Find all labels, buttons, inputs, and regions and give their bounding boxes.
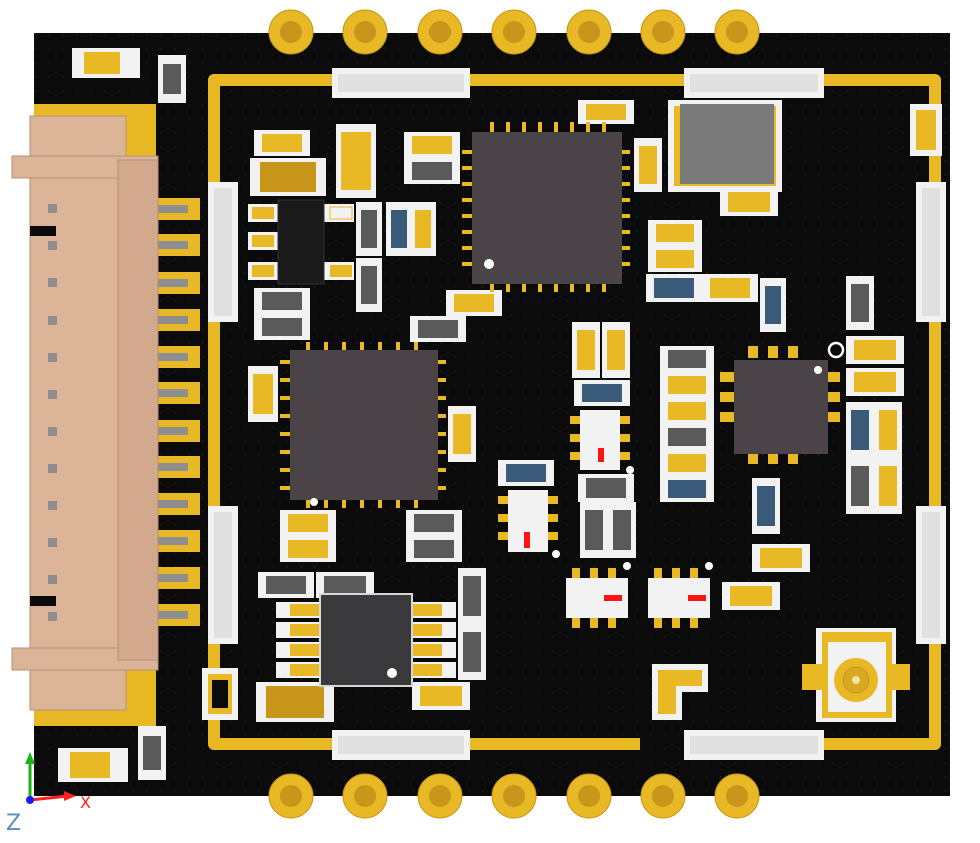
- white-sensors: [498, 410, 713, 628]
- passives: [58, 48, 946, 782]
- fpc-connector: [11, 115, 159, 711]
- l-pad: [652, 664, 708, 720]
- mcu-top: [462, 122, 630, 292]
- crystal-top-right: [668, 100, 782, 192]
- axis-label-x: X: [80, 793, 91, 812]
- soic-bottom: [276, 593, 456, 687]
- u-fl-connector: [802, 628, 910, 722]
- sensor-right: [720, 341, 845, 464]
- axis-triad: [25, 752, 76, 804]
- axis-label-z: Z: [6, 811, 21, 836]
- shield-frame: [208, 74, 941, 750]
- mcu-left: [280, 342, 446, 508]
